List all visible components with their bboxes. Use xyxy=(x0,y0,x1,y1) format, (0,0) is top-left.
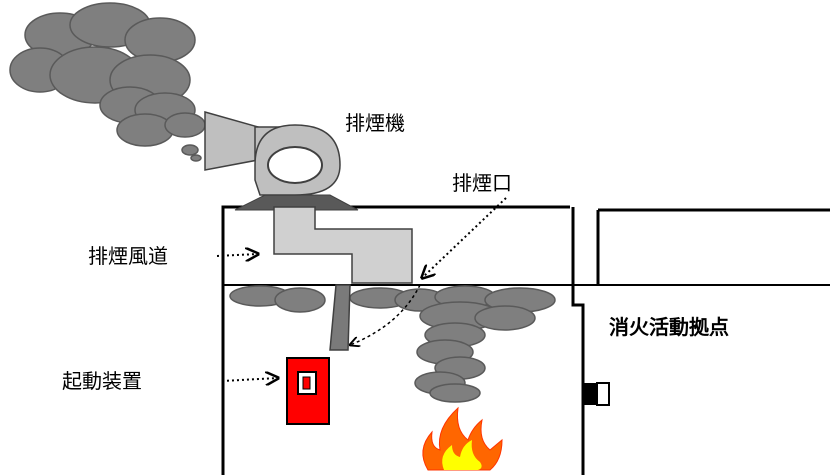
smoke-outlet-panel xyxy=(329,284,351,351)
activator-label-arrow xyxy=(221,378,278,381)
door-handle-icon xyxy=(583,382,610,406)
fire-icon xyxy=(422,406,503,471)
duct-label: 排煙風道 xyxy=(88,244,168,268)
indoor-smoke xyxy=(229,285,556,403)
outlet-to-activator-arrow xyxy=(350,284,421,345)
outlet-label: 排煙口 xyxy=(452,171,512,195)
activator-label: 起動装置 xyxy=(62,369,142,393)
exhaust-fan xyxy=(204,111,359,211)
fan-label: 排煙機 xyxy=(345,111,405,135)
smoke-duct xyxy=(273,206,413,284)
outdoor-smoke-cloud xyxy=(9,2,206,162)
activation-device xyxy=(286,357,330,425)
base-label: 消火活動拠点 xyxy=(609,315,729,339)
outlet-label-arrow xyxy=(422,197,507,278)
duct-label-arrow xyxy=(216,254,258,256)
